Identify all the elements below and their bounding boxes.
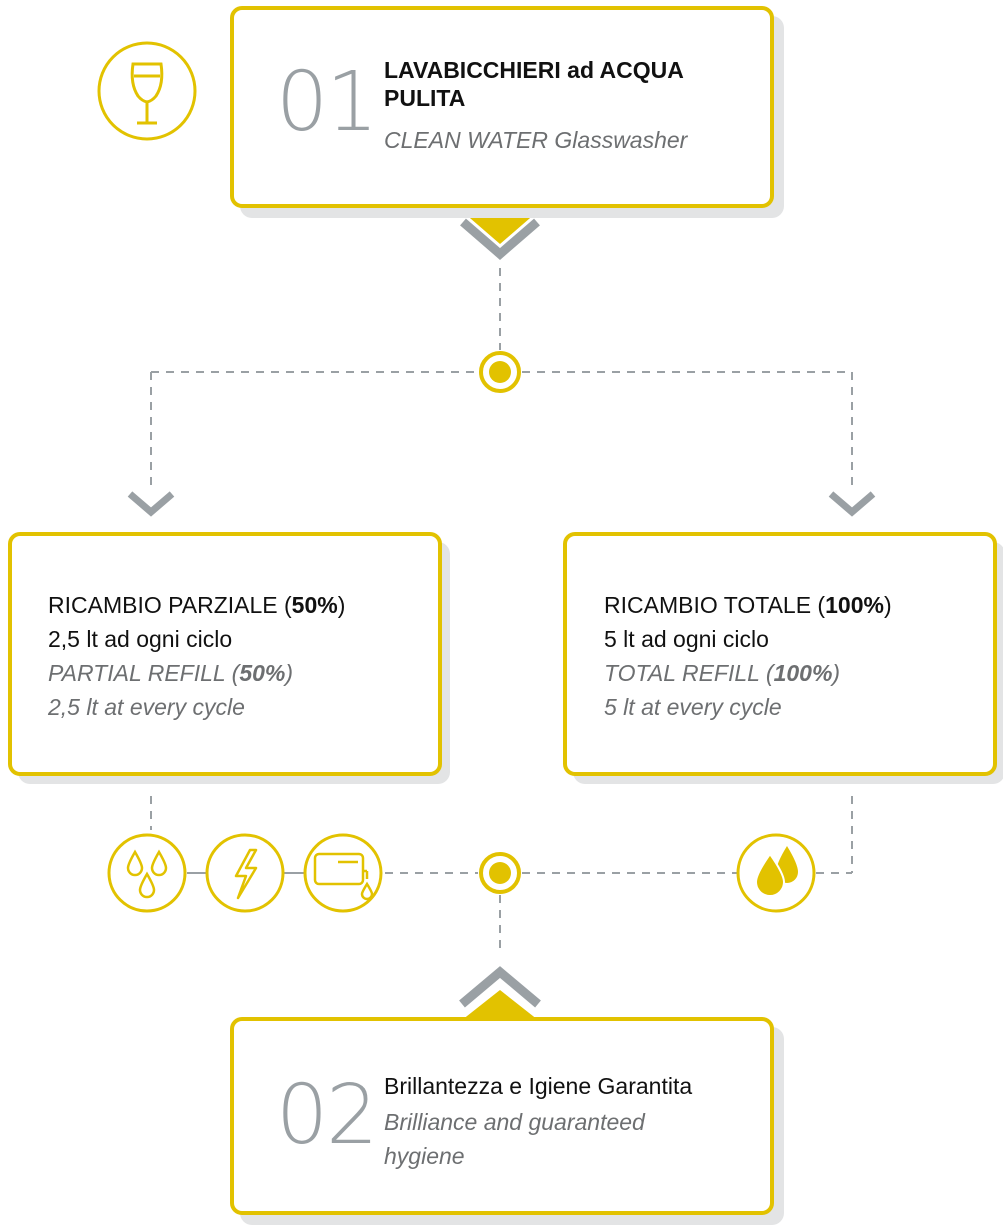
step-2-subtitle: Brilliance and guaranteed hygiene xyxy=(384,1109,645,1169)
dishwasher-rinse-icon xyxy=(303,833,383,913)
partial-line-3-suffix: ) xyxy=(285,660,294,686)
pointer-down xyxy=(463,212,537,244)
partial-line-1-suffix: ) xyxy=(337,592,346,618)
partial-line-4: 2,5 lt at every cycle xyxy=(48,694,245,720)
total-line-2: 5 lt ad ogni ciclo xyxy=(604,626,769,652)
chevron-up-icon xyxy=(459,966,541,1008)
partial-line-2: 2,5 lt ad ogni ciclo xyxy=(48,626,233,652)
arrow-down-right xyxy=(828,491,876,517)
partial-line-1: RICAMBIO PARZIALE (50%) xyxy=(48,588,345,622)
partial-line-1-prefix: RICAMBIO PARZIALE ( xyxy=(48,592,292,618)
junction-node-bottom xyxy=(479,852,521,894)
total-line-3-prefix: TOTAL REFILL ( xyxy=(604,660,774,686)
total-line-1-suffix: ) xyxy=(883,592,892,618)
step-1-box: 01 LAVABICCHIERI ad ACQUA PULITA CLEAN W… xyxy=(230,6,774,208)
step-2-number: 02 xyxy=(276,1068,378,1163)
total-line-4: 5 lt at every cycle xyxy=(604,694,782,720)
step-1-title: LAVABICCHIERI ad ACQUA PULITA xyxy=(384,57,683,111)
total-refill-text: RICAMBIO TOTALE (100%) 5 lt ad ogni cicl… xyxy=(604,588,892,724)
partial-refill-box: RICAMBIO PARZIALE (50%) 2,5 lt ad ogni c… xyxy=(8,532,442,776)
step-1-subtitle: CLEAN WATER Glasswasher xyxy=(384,127,688,153)
water-drops-icon xyxy=(107,833,187,913)
partial-line-3-prefix: PARTIAL REFILL ( xyxy=(48,660,240,686)
total-line-3-pct: 100% xyxy=(773,660,833,686)
lightning-icon xyxy=(205,833,285,913)
partial-line-3-pct: 50% xyxy=(239,660,286,686)
total-line-3: TOTAL REFILL (100%) xyxy=(604,656,892,690)
pointer-up xyxy=(462,990,538,1020)
total-line-1-prefix: RICAMBIO TOTALE ( xyxy=(604,592,826,618)
total-line-1-pct: 100% xyxy=(825,592,884,618)
step-1-number: 01 xyxy=(276,55,378,150)
junction-node-top xyxy=(479,351,521,393)
step-2-box: 02 Brillantezza e Igiene Garantita Brill… xyxy=(230,1017,774,1215)
total-line-1: RICAMBIO TOTALE (100%) xyxy=(604,588,892,622)
step-2-title: Brillantezza e Igiene Garantita xyxy=(384,1073,693,1099)
chevron-down-icon xyxy=(460,218,540,260)
connectors xyxy=(150,268,853,955)
wine-glass-icon xyxy=(97,41,197,141)
partial-line-3: PARTIAL REFILL (50%) xyxy=(48,656,345,690)
partial-refill-text: RICAMBIO PARZIALE (50%) 2,5 lt ad ogni c… xyxy=(48,588,345,724)
partial-line-1-pct: 50% xyxy=(291,592,338,618)
arrow-down-left xyxy=(127,491,175,517)
double-drop-icon xyxy=(736,833,816,913)
total-refill-box: RICAMBIO TOTALE (100%) 5 lt ad ogni cicl… xyxy=(563,532,997,776)
total-line-3-suffix: ) xyxy=(832,660,841,686)
